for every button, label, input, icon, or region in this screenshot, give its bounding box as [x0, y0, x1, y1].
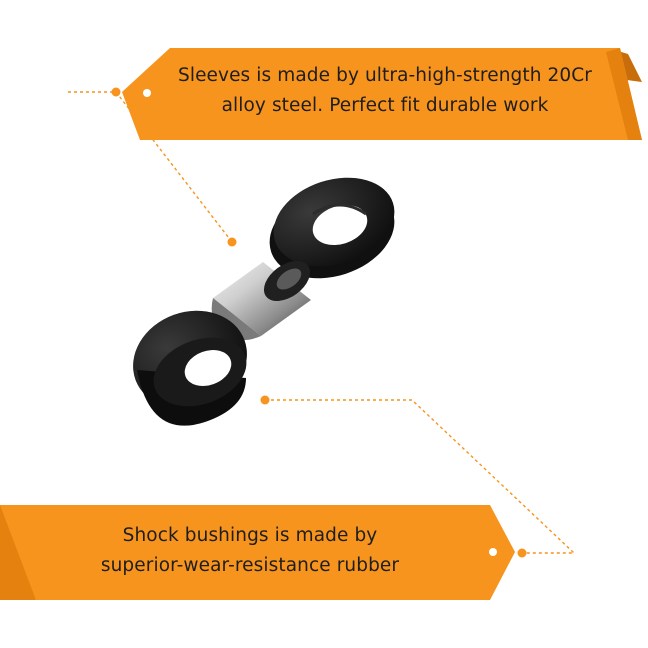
bushings-caption-line2: superior-wear-resistance rubber	[100, 555, 400, 576]
sleeves-caption-line2: alloy steel. Perfect fit durable work	[221, 95, 549, 116]
bushings-banner	[0, 505, 515, 600]
bushings-banner-dot	[489, 548, 497, 556]
bushings-caption: Shock bushings is made by superior-wear-…	[30, 521, 470, 581]
bushings-banner-ribbon	[0, 505, 515, 600]
upper-rubber-washer	[269, 177, 395, 279]
sleeves-caption-line1: Sleeves is made by ultra-high-strength 2…	[177, 65, 592, 86]
sleeves-banner-dot	[143, 89, 151, 97]
bushings-caption-line1: Shock bushings is made by	[122, 525, 378, 546]
sleeves-leader-line	[68, 87, 237, 247]
sleeves-banner	[122, 48, 642, 140]
lower-rubber-bushing	[133, 310, 247, 426]
sleeves-caption: Sleeves is made by ultra-high-strength 2…	[150, 61, 620, 121]
bushings-leader-line	[260, 395, 576, 558]
sleeves-banner-ribbon	[122, 48, 642, 140]
